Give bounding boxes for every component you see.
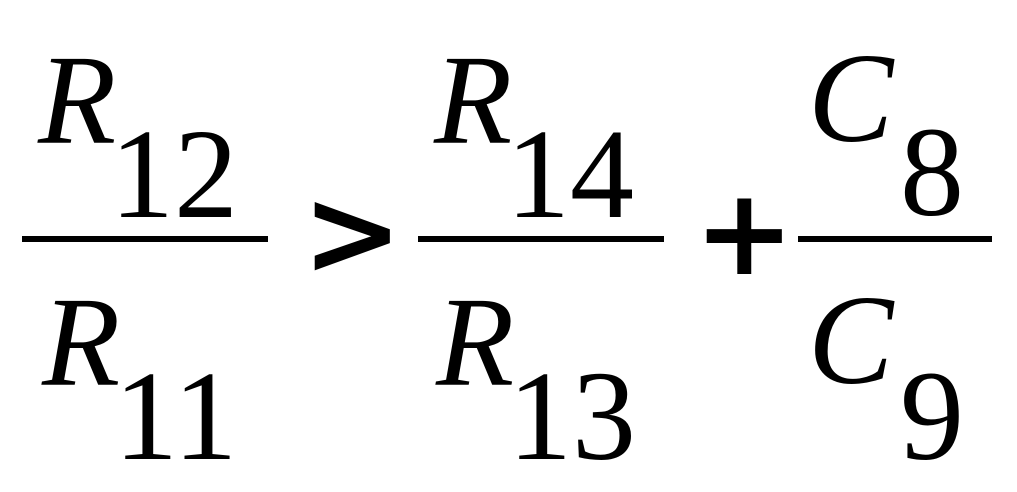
frac2-numerator-variable: R bbox=[434, 29, 513, 171]
frac3-denominator-variable: C bbox=[808, 269, 894, 411]
frac3-fraction-bar bbox=[798, 236, 992, 242]
frac3-numerator-variable: C bbox=[808, 27, 894, 169]
frac1-numerator-subscript: 12 bbox=[110, 103, 238, 245]
frac1-fraction-bar bbox=[22, 236, 268, 242]
frac2-fraction-bar bbox=[418, 236, 664, 242]
plus-operator: + bbox=[694, 164, 795, 303]
frac2-denominator-variable: R bbox=[436, 271, 515, 413]
frac2-numerator-subscript: 14 bbox=[506, 103, 634, 245]
greater-than-operator: > bbox=[302, 164, 403, 303]
frac1-denominator-subscript: 11 bbox=[114, 345, 238, 487]
frac2-denominator-subscript: 13 bbox=[508, 345, 636, 487]
frac1-numerator-variable: R bbox=[38, 29, 117, 171]
frac3-numerator-subscript: 8 bbox=[900, 101, 964, 243]
frac1-denominator-variable: R bbox=[42, 271, 121, 413]
frac3-denominator-subscript: 9 bbox=[900, 345, 964, 487]
